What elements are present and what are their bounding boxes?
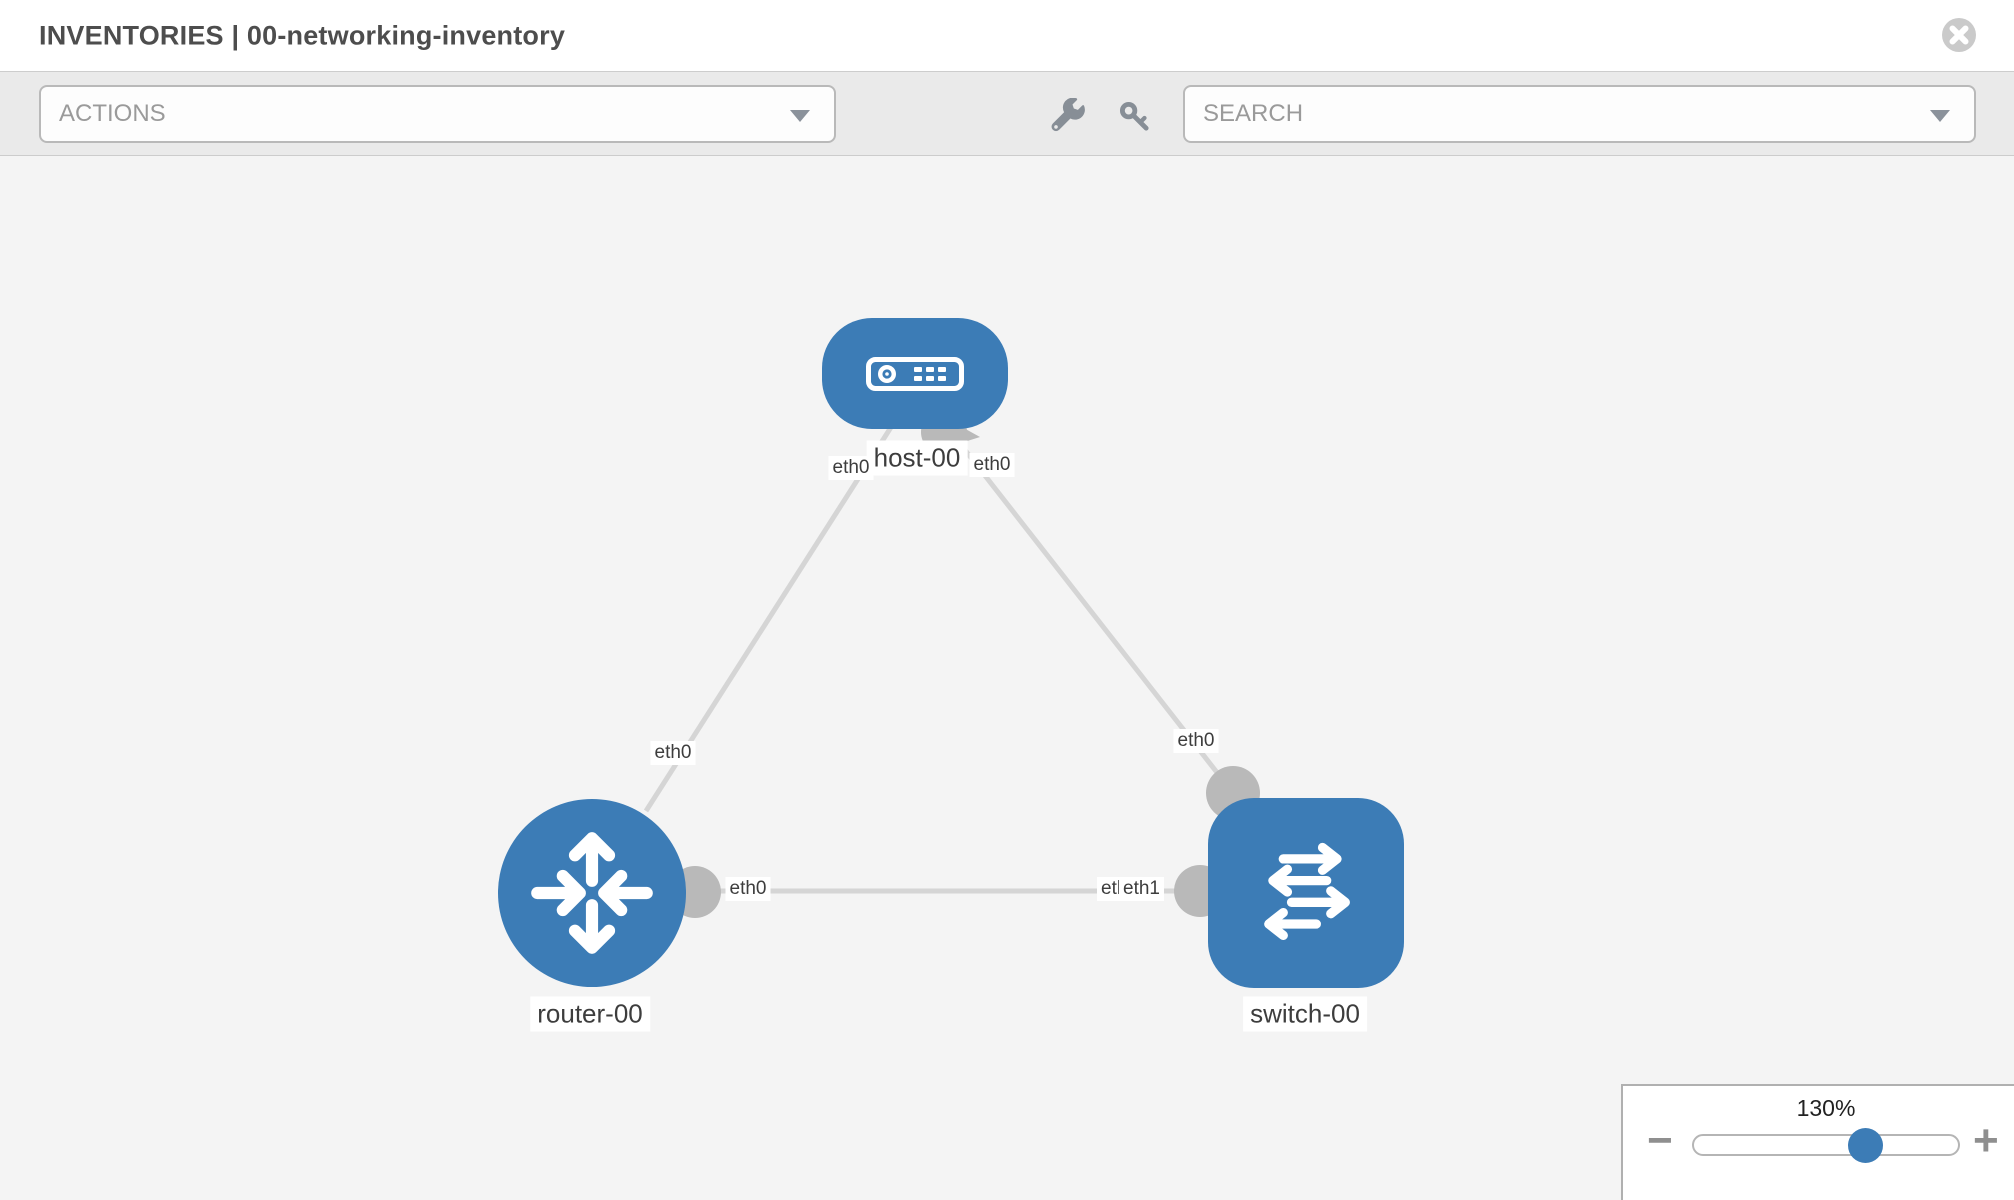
topology-canvas[interactable]: host-00 router-00 switch-00 eth0 eth0 et… — [0, 156, 2014, 1200]
interface-label: eth0 — [969, 453, 1015, 477]
interface-label: eth0 — [828, 456, 874, 480]
interface-label: eth0 — [650, 741, 696, 765]
node-router-00[interactable] — [498, 799, 686, 987]
zoom-in-button[interactable]: + — [1973, 1116, 1999, 1165]
wrench-icon — [1051, 98, 1085, 132]
topology-links-layer — [592, 409, 1305, 918]
host-icon — [866, 356, 964, 391]
zoom-out-button[interactable]: − — [1647, 1116, 1673, 1165]
page-title: INVENTORIES | 00-networking-inventory — [39, 20, 566, 50]
zoom-slider-handle[interactable] — [1848, 1128, 1883, 1163]
actions-dropdown[interactable]: ACTIONS — [39, 85, 836, 143]
zoom-panel: 130% − + — [1621, 1084, 2014, 1200]
close-icon — [1942, 18, 1976, 52]
key-button[interactable] — [1112, 94, 1156, 138]
interface-label: eth1 — [1119, 877, 1164, 901]
interface-label: eth0 — [1173, 729, 1219, 753]
node-label: router-00 — [530, 996, 650, 1032]
actions-dropdown-label: ACTIONS — [59, 100, 166, 127]
key-icon — [1119, 101, 1149, 131]
node-switch-00[interactable] — [1208, 798, 1404, 988]
router-icon — [531, 832, 653, 954]
node-label: switch-00 — [1243, 996, 1367, 1032]
zoom-slider[interactable] — [1692, 1134, 1960, 1156]
caret-down-icon — [1930, 110, 1950, 122]
modal-header: INVENTORIES | 00-networking-inventory — [0, 0, 2014, 71]
switch-icon — [1264, 842, 1350, 941]
close-button[interactable] — [1941, 17, 1977, 53]
node-label: host-00 — [866, 440, 968, 476]
zoom-level-label: 130% — [1796, 1095, 1856, 1121]
toolbar: ACTIONS SEARCH — [0, 71, 2014, 156]
interface-label: eth0 — [725, 877, 771, 901]
search-dropdown-label: SEARCH — [1203, 100, 1304, 127]
wrench-button[interactable] — [1046, 94, 1090, 138]
node-host-00[interactable] — [822, 318, 1008, 429]
caret-down-icon — [790, 110, 810, 122]
search-dropdown[interactable]: SEARCH — [1183, 85, 1976, 143]
